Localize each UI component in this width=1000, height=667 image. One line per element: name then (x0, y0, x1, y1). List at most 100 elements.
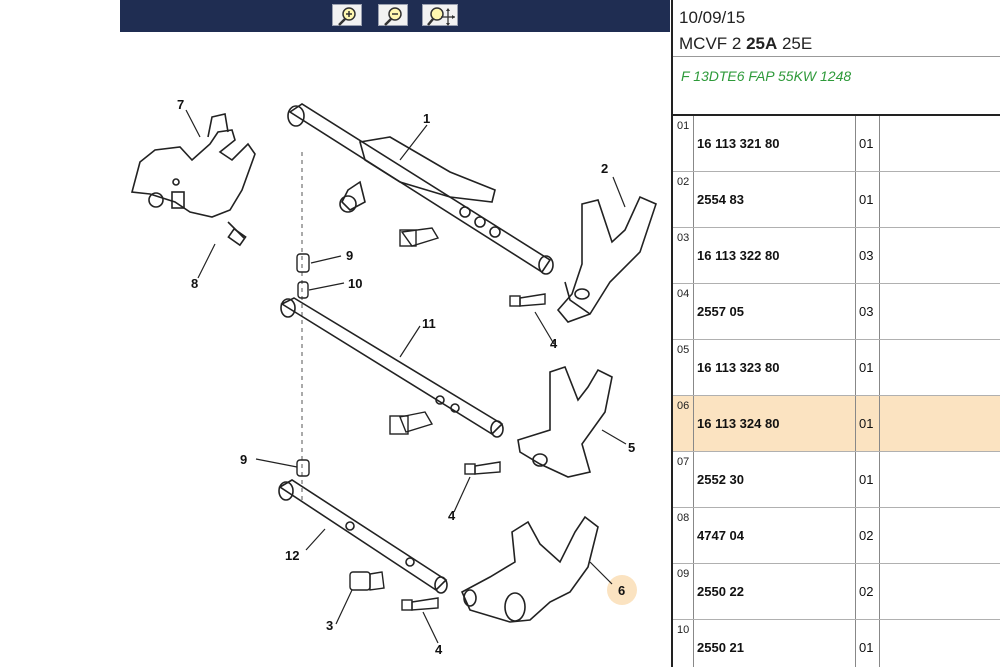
pin-part-10[interactable] (297, 281, 309, 299)
column-divider (693, 564, 694, 619)
part-reference[interactable]: 16 113 321 80 (697, 136, 780, 151)
column-divider (693, 620, 694, 667)
leader-lines (185, 109, 627, 644)
column-divider (879, 508, 880, 563)
callout-9a[interactable]: 9 (346, 248, 353, 263)
fork-part-5[interactable] (517, 366, 613, 478)
model-prefix: MCVF 2 (679, 34, 747, 53)
callout-4c[interactable]: 4 (435, 642, 443, 657)
part-reference[interactable]: 16 113 322 80 (697, 248, 780, 263)
row-index: 09 (677, 568, 690, 580)
column-divider (855, 116, 856, 171)
fork-part-6[interactable] (460, 515, 599, 623)
row-index: 03 (677, 232, 690, 244)
callout-6[interactable]: 6 (618, 583, 625, 598)
parts-diagram: 1 2 3 4 4 4 5 6 7 8 9 9 10 11 12 (130, 97, 657, 657)
callout-12[interactable]: 12 (285, 548, 299, 563)
part-reference[interactable]: 2550 21 (697, 640, 744, 655)
rod-part-12[interactable] (278, 479, 448, 594)
bolt-part-3a[interactable] (399, 227, 440, 247)
pin-part-9a[interactable] (296, 253, 310, 273)
part-reference[interactable]: 4747 04 (697, 528, 744, 543)
zoom-in-icon (338, 7, 356, 26)
part-reference[interactable]: 2557 05 (697, 304, 744, 319)
callout-10[interactable]: 10 (348, 276, 362, 291)
screw-part-4b[interactable] (464, 461, 501, 475)
part-quantity: 01 (859, 136, 874, 151)
bolt-part-3[interactable] (349, 571, 385, 591)
table-row[interactable]: 08 4747 04 02 (673, 508, 1000, 564)
row-index: 06 (677, 400, 690, 412)
callout-7[interactable]: 7 (177, 97, 184, 112)
callout-11[interactable]: 11 (422, 316, 436, 331)
part-reference[interactable]: 2554 83 (697, 192, 744, 207)
zoom-out-icon (384, 7, 402, 26)
rod-part-11[interactable] (280, 297, 504, 438)
part-reference[interactable]: 2552 30 (697, 472, 744, 487)
bolt-part-3b[interactable] (389, 411, 434, 435)
table-row[interactable]: 06 16 113 324 80 01 (673, 396, 1000, 452)
column-divider (879, 228, 880, 283)
pin-part-9b[interactable] (296, 459, 310, 477)
callout-4a[interactable]: 4 (550, 336, 558, 351)
column-divider (879, 340, 880, 395)
column-divider (879, 396, 880, 451)
row-index: 05 (677, 344, 690, 356)
bracket-part-7[interactable] (130, 113, 256, 247)
panel-header: 10/09/15 MCVF 2 25A 25E (673, 0, 1000, 57)
column-divider (855, 340, 856, 395)
callout-9b[interactable]: 9 (240, 452, 247, 467)
row-index: 10 (677, 624, 690, 636)
column-divider (855, 172, 856, 227)
part-reference[interactable]: 2550 22 (697, 584, 744, 599)
part-quantity: 03 (859, 304, 874, 319)
callout-5[interactable]: 5 (628, 440, 635, 455)
column-divider (855, 620, 856, 667)
table-row[interactable]: 03 16 113 322 80 03 (673, 228, 1000, 284)
column-divider (879, 564, 880, 619)
column-divider (855, 228, 856, 283)
callout-highlight (607, 575, 637, 605)
screw-part-4c[interactable] (401, 597, 439, 611)
row-index: 07 (677, 456, 690, 468)
part-quantity: 01 (859, 416, 874, 431)
column-divider (855, 284, 856, 339)
row-index: 08 (677, 512, 690, 524)
column-divider (693, 396, 694, 451)
engine-code-link[interactable]: F 13DTE6 FAP 55KW 1248 (681, 68, 852, 84)
column-divider (879, 116, 880, 171)
table-row[interactable]: 01 16 113 321 80 01 (673, 116, 1000, 172)
zoom-out-button[interactable] (378, 4, 408, 26)
callout-2[interactable]: 2 (601, 161, 608, 176)
screw-part-4a[interactable] (509, 293, 546, 307)
table-row[interactable]: 05 16 113 323 80 01 (673, 340, 1000, 396)
column-divider (693, 228, 694, 283)
column-divider (693, 508, 694, 563)
part-reference[interactable]: 16 113 323 80 (697, 360, 780, 375)
zoom-in-button[interactable] (332, 4, 362, 26)
callout-1[interactable]: 1 (423, 111, 430, 126)
part-quantity: 01 (859, 360, 874, 375)
callout-4b[interactable]: 4 (448, 508, 456, 523)
row-index: 01 (677, 120, 690, 132)
column-divider (879, 172, 880, 227)
fork-part-2[interactable] (556, 195, 657, 323)
part-quantity: 03 (859, 248, 874, 263)
zoom-pan-button[interactable] (422, 4, 458, 26)
column-divider (855, 396, 856, 451)
column-divider (855, 564, 856, 619)
part-reference[interactable]: 16 113 324 80 (697, 416, 780, 431)
column-divider (693, 340, 694, 395)
shaft-part-1[interactable] (287, 103, 554, 275)
callout-3[interactable]: 3 (326, 618, 333, 633)
part-quantity: 02 (859, 528, 874, 543)
column-divider (855, 508, 856, 563)
callout-8[interactable]: 8 (191, 276, 198, 291)
column-divider (693, 116, 694, 171)
